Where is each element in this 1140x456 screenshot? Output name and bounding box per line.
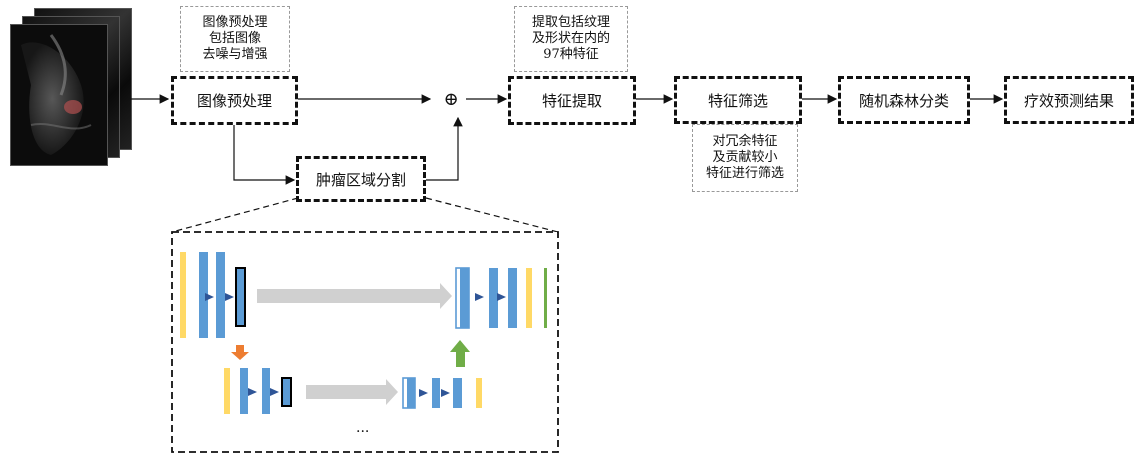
- unet-enc1-bar-b: [216, 252, 225, 338]
- unet-output-bar: [526, 268, 532, 328]
- zoom-line-left: [172, 198, 298, 232]
- unet-enc2-bar-a: [240, 368, 248, 414]
- select-note: 对冗余特征 及贡献较小 特征进行筛选: [692, 124, 798, 192]
- unet-dec1-bar-b: [508, 268, 517, 328]
- plus-node: ⊕: [438, 86, 464, 112]
- unet-input-bar: [180, 252, 186, 338]
- unet-dec1-upsampled-bar: [460, 268, 469, 328]
- feature-selection-box: 特征筛选: [674, 76, 802, 124]
- extract-note: 提取包括纹理 及形状在内的 97种特征: [514, 6, 628, 72]
- unet-enc2-skip-bar: [282, 378, 291, 406]
- unet-enc1-skip-bar: [236, 268, 245, 326]
- prediction-result-box: 疗效预测结果: [1004, 76, 1134, 124]
- preprocess-box: 图像预处理: [171, 76, 298, 125]
- unet-dec2-upsampled-bar: [407, 378, 415, 408]
- unet-segmentation-map: [544, 268, 547, 328]
- preprocess-note: 图像预处理 包括图像 去噪与增强: [180, 6, 290, 72]
- tumor-segmentation-box: 肿瘤区域分割: [296, 156, 426, 202]
- feature-extraction-box: 特征提取: [508, 76, 636, 125]
- arrow-preprocess-to-segment: [234, 125, 294, 180]
- unet-enc2-input-bar: [224, 368, 230, 414]
- unet-dec2-bar-a: [432, 378, 440, 408]
- unet-dec1-bar-a: [489, 268, 498, 328]
- arrow-segment-to-plus: [426, 118, 458, 180]
- zoom-line-right: [426, 198, 558, 232]
- unet-dec2-output-bar: [476, 378, 482, 408]
- unet-enc2-bar-b: [262, 368, 270, 414]
- unet-dec2-bar-b: [453, 378, 462, 408]
- random-forest-box: 随机森林分类: [838, 76, 970, 124]
- unet-ellipsis: ...: [356, 420, 369, 436]
- unet-panel: [172, 232, 558, 452]
